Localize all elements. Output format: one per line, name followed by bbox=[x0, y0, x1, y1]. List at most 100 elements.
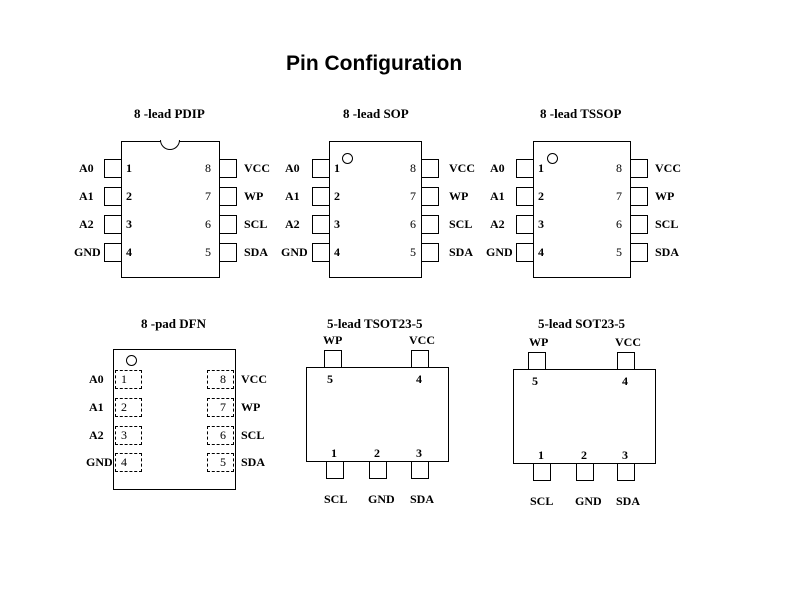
pin-pad bbox=[411, 350, 429, 368]
pin-name: A0 bbox=[89, 372, 104, 386]
pin-name: GND bbox=[486, 245, 513, 259]
pin-number: 3 bbox=[416, 446, 422, 460]
pin-pad bbox=[411, 461, 429, 479]
pin-number: 2 bbox=[538, 189, 544, 203]
pin-name: SDA bbox=[241, 455, 266, 469]
pin-name: A1 bbox=[285, 189, 300, 203]
chip-body bbox=[513, 369, 656, 464]
pin-name: SCL bbox=[530, 494, 554, 508]
pin-name: SCL bbox=[241, 428, 265, 442]
pin-pad bbox=[115, 398, 142, 417]
pin-number: 5 bbox=[410, 245, 416, 259]
pin-number: 5 bbox=[616, 245, 622, 259]
package-title: 8 -lead SOP bbox=[343, 106, 409, 121]
pin-pad bbox=[324, 350, 342, 368]
pin-pad bbox=[104, 159, 122, 178]
pin-number: 1 bbox=[334, 161, 340, 175]
pin-name: WP bbox=[655, 189, 675, 203]
pin-pad bbox=[207, 398, 234, 417]
pin-pad bbox=[207, 426, 234, 445]
pin-pad bbox=[630, 215, 648, 234]
pin-number: 7 bbox=[220, 400, 226, 414]
pin-number: 7 bbox=[410, 189, 416, 203]
pin-pad bbox=[576, 463, 594, 481]
pin-number: 2 bbox=[334, 189, 340, 203]
pin-number: 4 bbox=[622, 374, 628, 388]
pin-name: SCL bbox=[324, 492, 348, 506]
pin-pad bbox=[115, 453, 142, 472]
pin-pad bbox=[219, 215, 237, 234]
pin-number: 2 bbox=[581, 448, 587, 462]
pin-name: A2 bbox=[490, 217, 505, 231]
pin-number: 3 bbox=[622, 448, 628, 462]
pin-pad bbox=[207, 453, 234, 472]
pin-name: A1 bbox=[79, 189, 94, 203]
chip-body bbox=[329, 141, 422, 278]
pin-number: 2 bbox=[126, 189, 132, 203]
pin-pad bbox=[369, 461, 387, 479]
pin-name: SDA bbox=[655, 245, 680, 259]
pin-pad bbox=[115, 370, 142, 389]
pin-name: SDA bbox=[410, 492, 435, 506]
pin-pad bbox=[533, 463, 551, 481]
pin-number: 7 bbox=[205, 189, 211, 203]
pin1-marker bbox=[342, 153, 353, 164]
pin-name: WP bbox=[529, 335, 549, 349]
pin-number: 6 bbox=[220, 428, 226, 442]
pin-name: A2 bbox=[79, 217, 94, 231]
pin-pad bbox=[421, 159, 439, 178]
pin-number: 6 bbox=[205, 217, 211, 231]
pin-number: 5 bbox=[532, 374, 538, 388]
pin-name: WP bbox=[241, 400, 261, 414]
pin-name: GND bbox=[368, 492, 395, 506]
pin-number: 5 bbox=[220, 455, 226, 469]
pin-name: GND bbox=[575, 494, 602, 508]
pin-number: 8 bbox=[616, 161, 622, 175]
chip-body bbox=[533, 141, 631, 278]
pin-pad bbox=[104, 243, 122, 262]
pin-number: 3 bbox=[126, 217, 132, 231]
pin-name: VCC bbox=[244, 161, 270, 175]
pin-name: SCL bbox=[449, 217, 473, 231]
pin-pad bbox=[516, 159, 534, 178]
pin-pad bbox=[617, 352, 635, 370]
pin-name: GND bbox=[74, 245, 101, 259]
pin-name: SCL bbox=[655, 217, 679, 231]
pin-pad bbox=[326, 461, 344, 479]
pin-name: WP bbox=[323, 333, 343, 347]
pin-pad bbox=[219, 159, 237, 178]
pin-pad bbox=[630, 243, 648, 262]
package-title: 5-lead SOT23-5 bbox=[538, 316, 626, 331]
pin-number: 5 bbox=[205, 245, 211, 259]
pin-pad bbox=[219, 243, 237, 262]
pin-number: 8 bbox=[410, 161, 416, 175]
pin-number: 8 bbox=[220, 372, 226, 386]
pin-number: 2 bbox=[374, 446, 380, 460]
pin-name: SDA bbox=[244, 245, 269, 259]
pin-name: GND bbox=[281, 245, 308, 259]
chip-body bbox=[121, 141, 220, 278]
pin-name: A0 bbox=[79, 161, 94, 175]
pin-name: GND bbox=[86, 455, 113, 469]
pin-number: 3 bbox=[538, 217, 544, 231]
pin-number: 1 bbox=[121, 372, 127, 386]
pin-name: VCC bbox=[241, 372, 267, 386]
pin-number: 6 bbox=[616, 217, 622, 231]
pin-name: SCL bbox=[244, 217, 268, 231]
package-title: 8 -lead PDIP bbox=[134, 106, 205, 121]
pin-name: VCC bbox=[449, 161, 475, 175]
pin-number: 1 bbox=[538, 448, 544, 462]
pin-number: 1 bbox=[126, 161, 132, 175]
pin-pad bbox=[630, 159, 648, 178]
pin-pad bbox=[312, 243, 330, 262]
pin-name: A0 bbox=[285, 161, 300, 175]
package-title: 8 -pad DFN bbox=[141, 316, 207, 331]
pin-number: 7 bbox=[616, 189, 622, 203]
pin-pad bbox=[528, 352, 546, 370]
pin-pad bbox=[421, 243, 439, 262]
pin-pad bbox=[207, 370, 234, 389]
pin-name: WP bbox=[244, 189, 264, 203]
pin-number: 6 bbox=[410, 217, 416, 231]
pin-name: A0 bbox=[490, 161, 505, 175]
pin-name: SDA bbox=[449, 245, 474, 259]
